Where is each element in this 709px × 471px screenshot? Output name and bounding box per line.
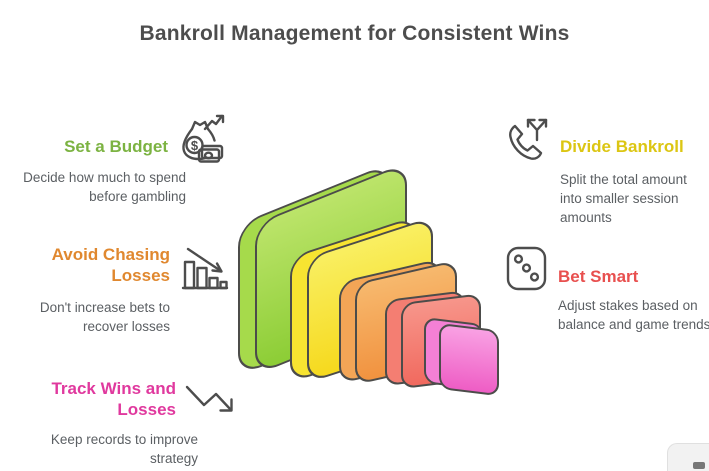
pyramid-slab-pink: [424, 318, 499, 395]
item-heading-avoid-chasing-losses: Avoid Chasing Losses: [51, 245, 170, 285]
item-desc-track-wins-losses: Keep records to improve strategy: [50, 432, 198, 466]
item-desc-set-a-budget: Decide how much to spend before gambling: [23, 170, 186, 204]
declining-bars-icon: [181, 247, 229, 290]
item-heading-set-a-budget: Set a Budget: [64, 137, 168, 156]
item-desc-bet-smart: Adjust stakes based on balance and game …: [558, 298, 709, 332]
dice-icon: [506, 246, 547, 291]
item-desc-avoid-chasing-losses: Don't increase bets to recover losses: [39, 300, 170, 334]
zigzag-trend-icon: [185, 385, 233, 412]
page-title: Bankroll Management for Consistent Wins: [139, 22, 570, 45]
chat-widget-button[interactable]: [667, 443, 709, 471]
call-split-icon: [509, 118, 548, 160]
item-heading-divide-bankroll: Divide Bankroll: [560, 137, 684, 156]
item-heading-bet-smart: Bet Smart: [558, 267, 639, 286]
item-desc-divide-bankroll: Split the total amount into smaller sess…: [560, 172, 687, 225]
bankroll-pyramid-graphic: [238, 169, 499, 395]
item-heading-track-wins-losses: Track Wins and Losses: [51, 379, 176, 419]
dollar-sign: $: [191, 138, 199, 153]
chat-widget-icon: [693, 462, 705, 469]
money-bag-growth-icon: $: [182, 114, 225, 163]
